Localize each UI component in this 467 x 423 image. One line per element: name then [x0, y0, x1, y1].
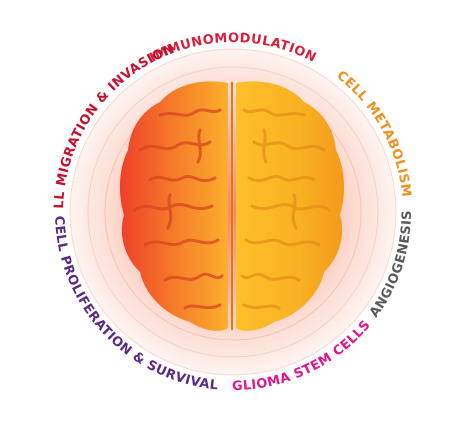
brain-folds-left — [133, 108, 224, 310]
ring-1 — [69, 48, 397, 376]
ring-2 — [87, 66, 379, 358]
brain-folds-right — [240, 108, 331, 310]
brain-icon — [119, 81, 345, 331]
